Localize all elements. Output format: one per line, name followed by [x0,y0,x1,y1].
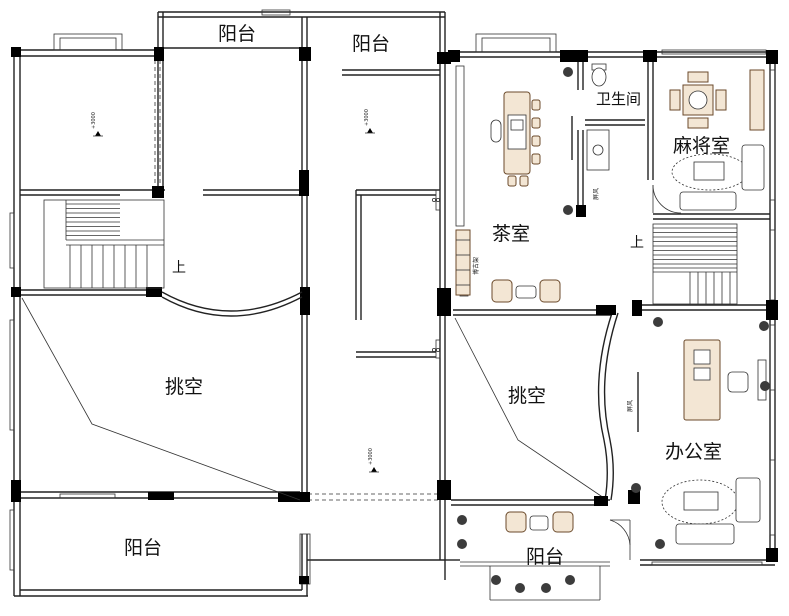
elev-marker-corridor: +3000 [368,448,379,473]
potted-plants [457,67,770,593]
label-stairs-right-up: 上 [630,235,644,251]
plant-icon [653,317,663,327]
label-office: 办公室 [665,441,722,463]
svg-text:+3000: +3000 [91,112,97,129]
svg-text:+3000: +3000 [364,109,370,126]
label-balcony-top-mid: 阳台 [352,33,390,55]
left-columns [11,47,451,584]
label-balcony-bottom-left: 阳台 [124,537,162,559]
mahjong-table [669,71,727,129]
office-desk [683,339,767,421]
void-right-line [454,317,605,499]
label-cabinet-tea: 博古架 [472,257,480,275]
plant-icon [563,67,573,77]
office-sofa-area [661,477,761,545]
tea-chair [531,135,541,147]
label-tea-room: 茶室 [492,223,530,245]
label-void-left: 挑空 [165,376,203,398]
plant-icon [491,575,501,585]
plant-icon [563,205,573,215]
tea-room-screen [571,116,610,171]
left-walls [13,11,446,597]
plant-icon [541,583,551,593]
doors [609,184,682,560]
label-balcony-bottom-right: 阳台 [526,546,564,568]
plant-icon [760,381,770,391]
tea-chair [531,117,541,129]
plant-icon [515,583,525,593]
curved-wall-right [597,312,613,501]
curved-wall-left [161,291,303,312]
label-screen-office: 屏风 [627,400,634,412]
tea-chair [531,153,541,165]
plant-icon [457,539,467,549]
tea-chair [519,175,529,187]
void-left-line [21,297,301,501]
plant-icon [655,539,665,549]
label-screen-tea: 屏风 [593,188,600,200]
plant-icon [565,575,575,585]
tea-chair [507,175,517,187]
plant-icon [631,483,641,493]
right-columns [448,50,778,562]
curved-wall-left-inner [161,296,303,317]
plant-icon [759,321,769,331]
curved-wall-right-inner [603,312,619,501]
left-stairs [43,199,165,289]
label-stairs-left-up: 上 [172,260,186,276]
elev-marker-left: +3000 [91,112,103,137]
plant-icon [457,515,467,525]
tea-shelf [455,65,471,296]
label-washroom: 卫生间 [596,90,641,108]
label-balcony-top-left: 阳台 [218,23,256,45]
wall-switches [431,197,440,352]
elev-marker-mid: +3000 [364,109,375,134]
label-void-right: 挑空 [508,385,546,407]
tea-chair [531,99,541,111]
mahjong-sofa-area [671,69,765,211]
svg-text:+3000: +3000 [368,448,374,465]
tea-armchairs [491,279,561,303]
balcony-right [460,511,610,601]
label-mahjong-room: 麻将室 [673,135,730,157]
tea-table [490,91,541,187]
toilet [591,63,607,87]
right-stairs [652,223,738,305]
right-windows [459,33,776,566]
